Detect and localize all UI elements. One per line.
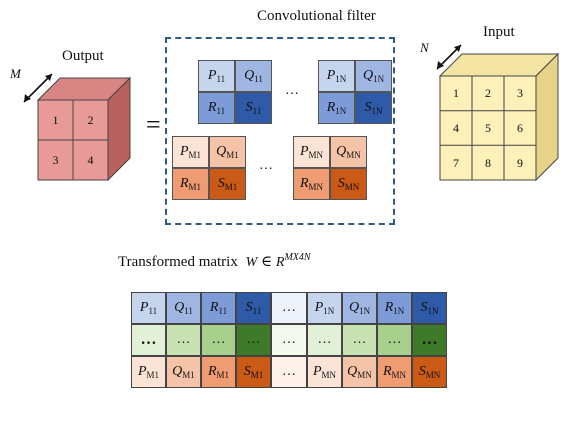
input-cell: 8 <box>485 155 491 170</box>
w-symbol: W <box>245 255 258 270</box>
matrix-cell: R1N <box>377 292 412 324</box>
output-cell: 4 <box>87 152 94 167</box>
matrix-cell: P11 <box>131 292 166 324</box>
input-cell: 9 <box>517 155 523 170</box>
output-cell: 1 <box>52 112 59 127</box>
matrix-cell: … <box>307 324 342 356</box>
output-cube <box>36 76 132 182</box>
input-n-arrow <box>436 44 462 70</box>
matrix-cell: PM1 <box>131 356 166 388</box>
matrix-cell: … <box>271 324 307 356</box>
equals-sign: = <box>146 110 161 139</box>
input-cell: 6 <box>517 121 523 135</box>
matrix-cell: SM1 <box>236 356 271 388</box>
input-cell: 3 <box>517 86 523 100</box>
filter-title: Convolutional filter <box>257 8 376 24</box>
matrix-cell: … <box>166 324 201 356</box>
filter-block-mn: PMN QMN RMN SMN <box>293 136 367 200</box>
matrix-cell: RM1 <box>201 356 236 388</box>
matrix-cell: RMN <box>377 356 412 388</box>
matrix-cell: … <box>342 324 377 356</box>
output-m-label: M <box>10 66 21 81</box>
output-cell: 3 <box>52 152 59 167</box>
matrix-cell: P1N <box>307 292 342 324</box>
filter-block-m1: PM1 QM1 RM1 SM1 <box>172 136 246 200</box>
matrix-cell: S1N <box>412 292 447 324</box>
matrix-cell: QMN <box>342 356 377 388</box>
matrix-cell: Q11 <box>166 292 201 324</box>
filter-ellipsis-top: … <box>285 83 299 98</box>
matrix-cell: … <box>377 324 412 356</box>
matrix-cell: PMN <box>307 356 342 388</box>
input-cube <box>438 52 560 182</box>
input-cell: 1 <box>453 86 459 100</box>
input-title: Input <box>483 24 515 40</box>
input-cell: 5 <box>485 121 491 135</box>
matrix-cell: … <box>236 324 271 356</box>
output-cell: 2 <box>87 112 94 127</box>
filter-block-11: P11 Q11 R11 S11 <box>198 60 272 124</box>
matrix-cell: S11 <box>236 292 271 324</box>
matrix-cell: … <box>271 292 307 324</box>
matrix-cell: R11 <box>201 292 236 324</box>
in-symbol: ∈ <box>261 254 273 270</box>
input-cell: 2 <box>485 86 491 100</box>
filter-block-1n: P1N Q1N R1N S1N <box>318 60 392 124</box>
r-superscript: MX4N <box>284 252 311 263</box>
matrix-cell: SMN <box>412 356 447 388</box>
matrix-cell: … <box>201 324 236 356</box>
transformed-label: Transformed matrix <box>118 254 238 270</box>
matrix-cell: Q1N <box>342 292 377 324</box>
r-symbol: R <box>275 255 285 270</box>
filter-dashed-box <box>165 37 395 225</box>
output-m-arrow <box>23 73 53 103</box>
matrix-cell: QM1 <box>166 356 201 388</box>
input-cell: 7 <box>453 155 459 170</box>
transformed-matrix-caption: Transformed matrix W ∈ RMX4N <box>118 252 311 271</box>
matrix-cell: … <box>412 324 447 356</box>
filter-ellipsis-bottom: … <box>259 158 273 173</box>
matrix-cell: … <box>131 324 166 356</box>
output-title: Output <box>62 48 104 64</box>
matrix-cell: … <box>271 356 307 388</box>
input-cell: 4 <box>453 121 459 135</box>
matrix-row-2: ……………………… <box>131 324 447 356</box>
input-n-label: N <box>420 40 429 55</box>
